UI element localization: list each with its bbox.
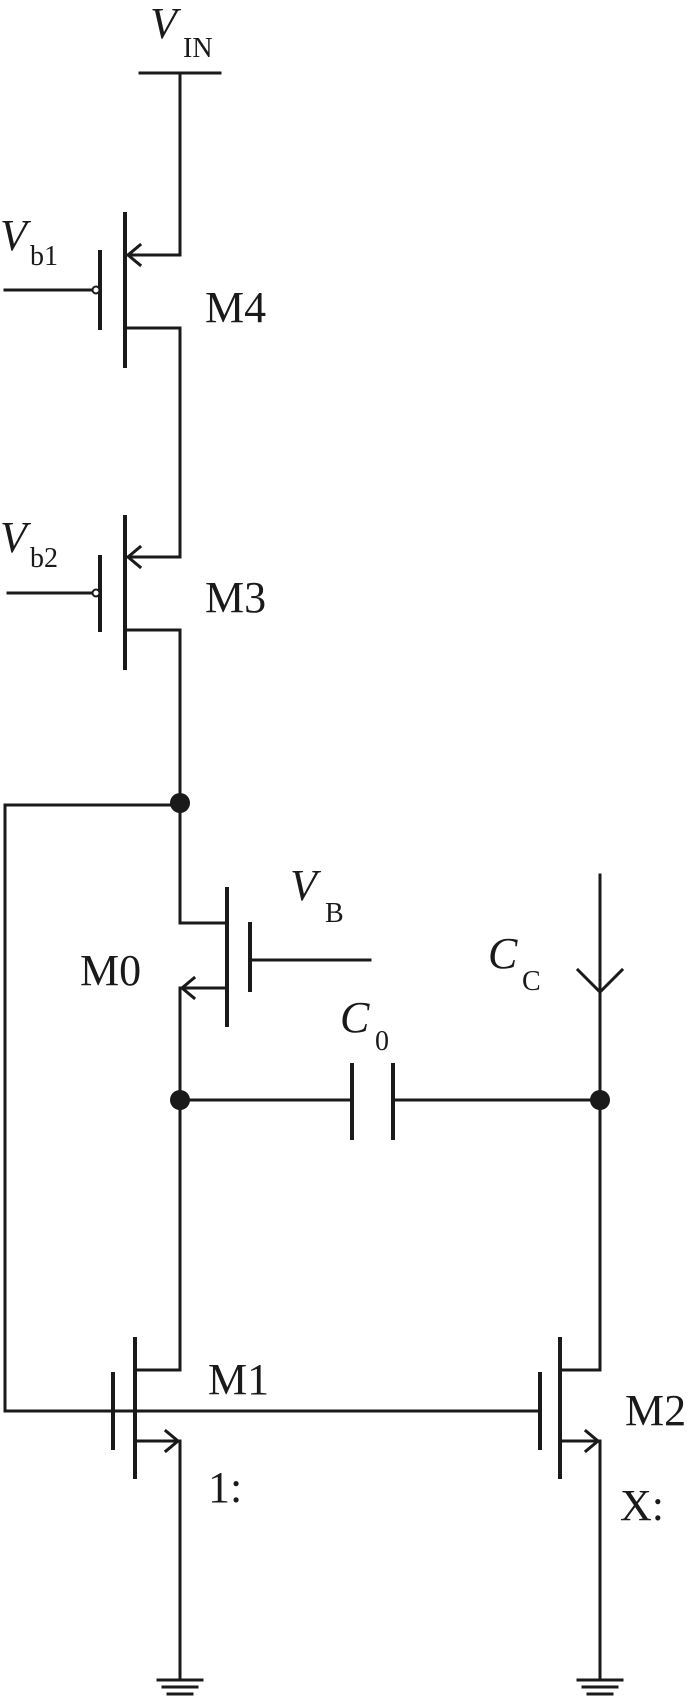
vb1-label: V (0, 211, 32, 260)
vb1-label-sub: b1 (30, 241, 58, 272)
vb-label-sub: B (325, 898, 344, 929)
cc-label: C (488, 929, 518, 978)
m3-source-arrow (125, 544, 143, 570)
m1-source-arrow (163, 1428, 181, 1454)
ground-icon (156, 1678, 204, 1696)
m4-label: M4 (205, 283, 266, 332)
transistor-m0 (178, 887, 372, 1027)
ground-icon (576, 1678, 624, 1696)
m0-source-arrow (179, 975, 197, 1001)
vb2-label-sub: b2 (30, 543, 58, 574)
m1-label: M1 (208, 1355, 269, 1404)
transistor-m4 (3, 212, 182, 368)
m1-ratio-label: 1: (208, 1463, 242, 1512)
m4-source-arrow (125, 242, 143, 268)
c0-label-sub: 0 (375, 1026, 389, 1057)
c0-label: C (340, 993, 370, 1042)
m2-ratio-label: X: (620, 1481, 664, 1530)
m3-label: M3 (205, 573, 266, 622)
m3-gate-bubble (91, 588, 101, 598)
vin-label: V (150, 0, 182, 48)
cc-arrow (575, 967, 625, 995)
transistor-m1 (111, 1337, 182, 1479)
m4-gate-bubble (91, 285, 101, 295)
vin-label-sub: IN (183, 33, 213, 64)
transistor-m3 (6, 515, 182, 670)
m0-label: M0 (80, 946, 141, 995)
cc-label-sub: C (522, 966, 541, 997)
transistor-m2 (538, 1337, 602, 1479)
m2-source-arrow (583, 1428, 601, 1454)
m2-label: M2 (625, 1386, 686, 1435)
vb-label: V (290, 861, 322, 910)
vb2-label: V (0, 513, 32, 562)
